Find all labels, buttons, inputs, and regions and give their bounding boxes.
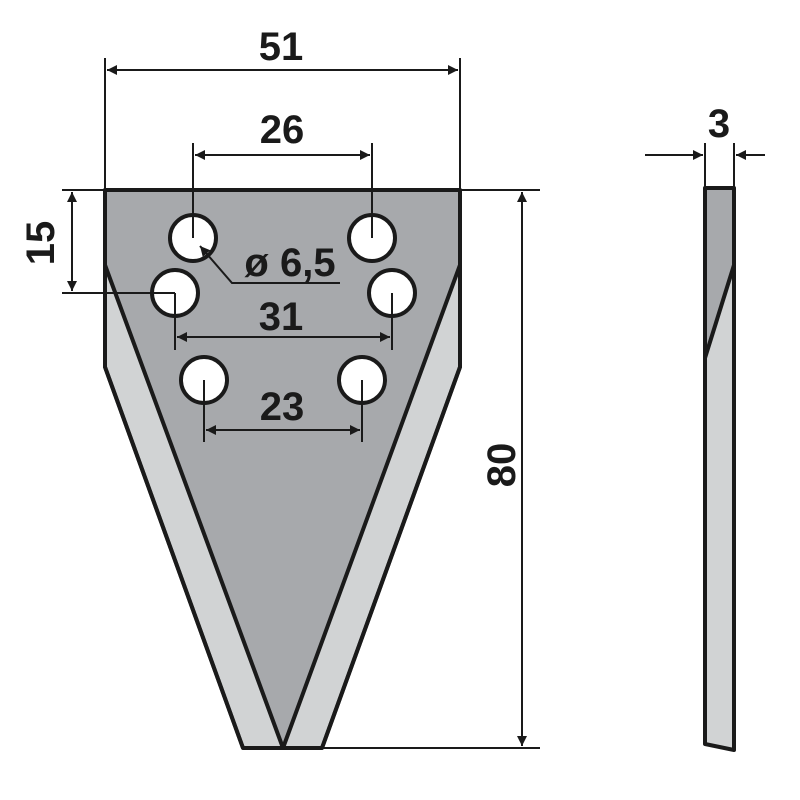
dim-label-hole-diameter: ø 6,5 [244, 241, 335, 285]
dim-label-width: 51 [259, 25, 304, 69]
blade-side-view [703, 186, 736, 752]
side-face [705, 188, 734, 358]
dim-label-middle-spacing: 31 [259, 295, 304, 339]
dim-label-row-offset: 15 [19, 221, 63, 266]
dim-label-length: 80 [480, 443, 524, 488]
extension-lines [62, 58, 735, 749]
side-outline [703, 186, 736, 752]
dim-label-top-spacing: 26 [260, 108, 305, 152]
dimension-lines [67, 65, 765, 746]
dim-label-bottom-spacing: 23 [260, 385, 305, 429]
blade-face [105, 190, 460, 748]
diameter-leader [199, 245, 340, 284]
dim-label-thickness: 3 [708, 102, 730, 146]
